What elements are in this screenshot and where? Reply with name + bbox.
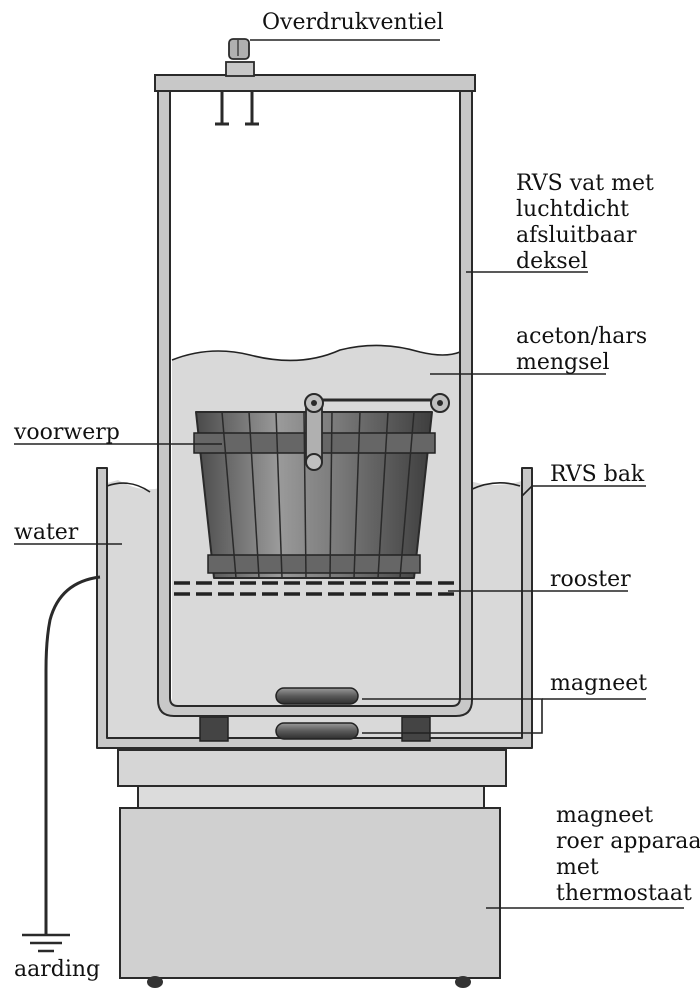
label-vessel-line-2: luchtdicht: [516, 197, 629, 222]
label-valve: Overdrukventiel: [262, 10, 444, 35]
label-vessel-line-4: deksel: [516, 249, 588, 274]
label-mixture-line-2: mengsel: [516, 350, 609, 375]
magnets: [275, 687, 359, 740]
water-surface-right: [469, 482, 521, 491]
label-water: water: [14, 520, 79, 545]
bucket-staves: [221, 411, 415, 579]
foot-right: [455, 976, 471, 988]
label-grid: rooster: [550, 567, 631, 592]
label-tray: RVS bak: [550, 462, 645, 487]
label-stirrer-line-1: magneet: [556, 803, 653, 828]
stirrer-base: [117, 749, 507, 988]
pressure-valve: [215, 38, 259, 126]
bucket-hoop-bottom: [207, 554, 421, 574]
water-surface-left: [106, 482, 151, 493]
leader-lines: [14, 39, 684, 909]
label-object: voorwerp: [13, 420, 120, 445]
label-mixture-line-1: aceton/hars: [516, 324, 647, 349]
label-vessel-line-3: afsluitbaar: [516, 223, 637, 248]
liquid-surface: [171, 344, 461, 362]
label-magnet: magneet: [550, 671, 647, 696]
label-stirrer-line-4: thermostaat: [556, 881, 692, 906]
magnet-outer: [275, 722, 359, 740]
label-ground: aarding: [14, 957, 100, 982]
support-left: [199, 716, 229, 742]
label-vessel-line-1: RVS vat met: [516, 171, 654, 196]
support-right: [401, 716, 431, 742]
bucket: [193, 393, 450, 579]
ground-wire: [22, 575, 101, 953]
lid: [154, 74, 476, 92]
magnet-inner: [275, 687, 359, 705]
label-stirrer-line-2: roer apparaat: [556, 829, 700, 854]
labels: Overdrukventiel RVS vat met luchtdicht a…: [13, 10, 700, 982]
label-stirrer-line-3: met: [556, 855, 599, 880]
grid-rack: [174, 581, 458, 596]
foot-left: [147, 976, 163, 988]
